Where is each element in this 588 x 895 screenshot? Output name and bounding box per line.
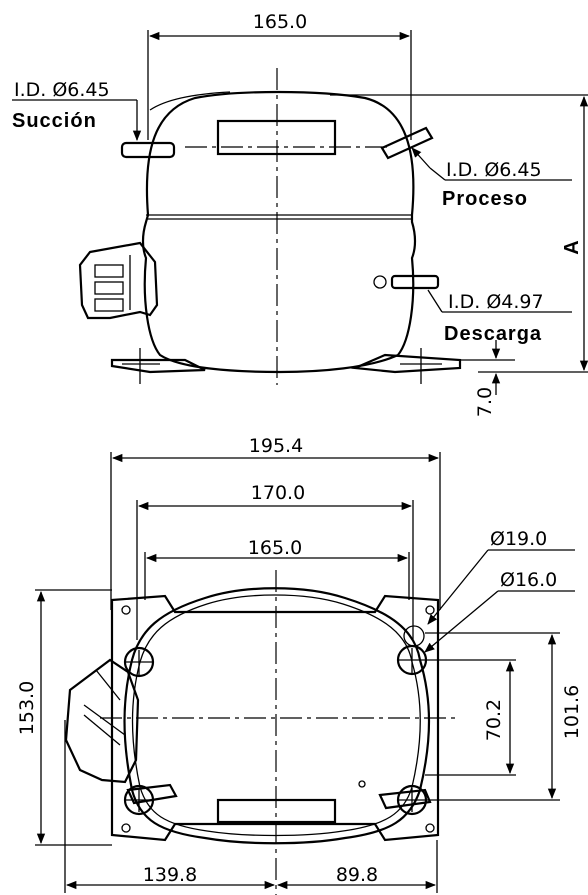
base-tube-right [378, 788, 432, 810]
base-terminal-box [64, 658, 140, 784]
discharge-id: I.D. Ø4.97 [448, 291, 544, 313]
foot-height-dim: 7.0 [474, 387, 496, 417]
hole-inner-leader [424, 590, 499, 653]
overall-depth-dim: 153.0 [16, 681, 38, 735]
bolt-br [425, 823, 435, 833]
base-body-outline [123, 587, 431, 845]
process-leader-diag-2 [429, 167, 446, 181]
suction-tube [120, 141, 176, 159]
process-id: I.D. Ø6.45 [446, 159, 542, 181]
discharge-leader-diag [427, 289, 443, 313]
height-label: A [561, 239, 583, 254]
discharge-fitting [373, 275, 387, 289]
process-tube [380, 126, 434, 160]
base-view: 195.4 170.0 165.0 [16, 435, 583, 895]
suction-label: Succión [12, 110, 97, 132]
body-width-dim: 165.0 [248, 537, 302, 559]
base-tube-left [126, 783, 178, 805]
bolt-tr [425, 605, 435, 615]
bolt-tl [121, 605, 131, 615]
terminal-detail-1 [95, 669, 121, 701]
hole-outer-leader [427, 549, 489, 625]
base-body-inner [131, 594, 421, 837]
terminal-detail-2 [83, 704, 126, 736]
shell-top-contour [149, 91, 231, 111]
terminal-slot-1 [94, 264, 124, 278]
left-offset-dim: 139.8 [143, 864, 197, 886]
discharge-stub [358, 780, 366, 788]
terminal-detail-3 [83, 714, 121, 746]
mount-span-dim: 170.0 [251, 482, 305, 504]
hole-dia-inner: Ø16.0 [500, 569, 557, 591]
hole-dia-outer: Ø19.0 [490, 528, 547, 550]
overall-width-dim: 195.4 [249, 435, 303, 457]
top-width-dim: 165.0 [253, 11, 307, 33]
foot-left [110, 358, 206, 374]
process-leader-diag [411, 147, 431, 169]
terminal-box [78, 241, 159, 320]
compressor-shell [141, 90, 417, 374]
inner-depth-dim: 70.2 [483, 699, 505, 741]
foot-right [350, 353, 462, 374]
process-label: Proceso [442, 188, 528, 210]
mount-depth-dim: 101.6 [561, 685, 583, 739]
discharge-tube [390, 274, 440, 290]
suction-id: I.D. Ø6.45 [14, 79, 110, 101]
discharge-label: Descarga [444, 323, 542, 345]
terminal-slot-2 [94, 281, 124, 295]
bolt-bl [121, 823, 131, 833]
base-plate [110, 594, 440, 842]
right-offset-dim: 89.8 [336, 864, 378, 886]
terminal-slot-3 [94, 298, 124, 312]
hole-tr-small [403, 625, 425, 647]
top-view: 165.0 I.D. Ø6.45 Succión [12, 11, 588, 417]
